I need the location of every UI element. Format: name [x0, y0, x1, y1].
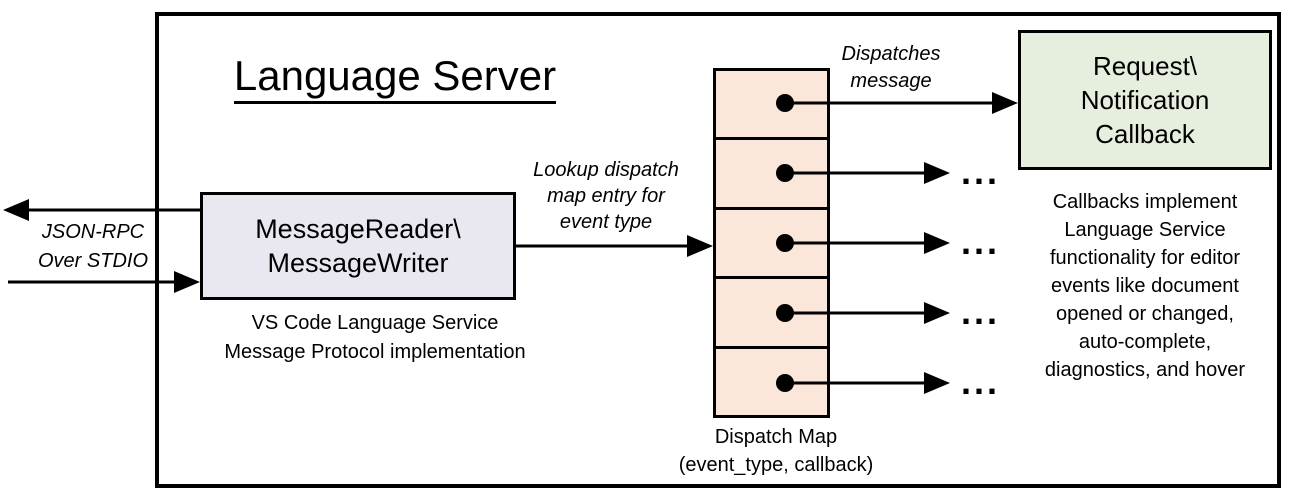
lookup-label-line1: Lookup dispatch [533, 159, 679, 181]
callbacks-note-paragraph: Callbacks implement Language Service fun… [1000, 188, 1290, 384]
callbacks-note-line: Language Service [1064, 219, 1226, 241]
dispatch-map-cell [716, 71, 827, 141]
callbacks-note-line: auto-complete, [1078, 331, 1212, 353]
diagram-title-text: Language Server [233, 53, 557, 105]
dispatches-label-line1: Dispatches [841, 43, 941, 65]
ellipsis-row5: ... [961, 361, 1001, 402]
language-server-container-box [155, 12, 1281, 488]
dispatch-map-cell [716, 210, 827, 280]
message-box-caption-line1: VS Code Language Service [251, 312, 499, 334]
message-reader-writer-box: MessageReader\ MessageWriter [200, 192, 516, 300]
dispatch-map-cell [716, 140, 827, 210]
lookup-label-line2: map entry for [547, 185, 665, 207]
dispatch-map-caption: Dispatch Map (event_type, callback) [650, 423, 902, 479]
json-rpc-stdio-label: JSON-RPC Over STDIO [18, 218, 168, 276]
json-rpc-label-line: JSON-RPC [41, 221, 145, 243]
callback-box-line1: Request\ [1092, 51, 1198, 81]
dispatch-map-table [713, 68, 830, 418]
message-writer-label: MessageWriter [267, 248, 449, 278]
callbacks-note-line: diagnostics, and hover [1044, 359, 1246, 381]
dispatches-label-line2: message [850, 70, 932, 92]
callbacks-note-line: events like document [1051, 275, 1239, 297]
lookup-dispatch-label: Lookup dispatch map entry for event type [516, 157, 696, 235]
message-box-caption-line2: Message Protocol implementation [224, 341, 526, 363]
dispatch-map-caption-line2: (event_type, callback) [678, 454, 874, 476]
dispatches-message-label: Dispatches message [834, 41, 948, 95]
message-box-caption: VS Code Language Service Message Protoco… [187, 309, 563, 367]
ellipsis-row3: ... [961, 221, 1001, 262]
callbacks-note-line: functionality for editor [1049, 247, 1241, 269]
request-notification-callback-box: Request\ Notification Callback [1018, 30, 1272, 170]
callbacks-note-line: opened or changed, [1056, 303, 1234, 325]
callback-box-line2: Notification [1080, 85, 1210, 115]
diagram-title: Language Server [210, 52, 580, 105]
dispatch-map-cell [716, 279, 827, 349]
dispatch-map-caption-line1: Dispatch Map [714, 426, 838, 448]
ellipsis-row2: ... [961, 151, 1001, 192]
ellipsis-row4: ... [961, 291, 1001, 332]
lookup-label-line3: event type [559, 211, 653, 233]
callbacks-note-line: Callbacks implement [1052, 191, 1238, 213]
over-stdio-label-line: Over STDIO [37, 250, 148, 272]
callback-box-line3: Callback [1095, 119, 1195, 149]
dispatch-map-cell [716, 349, 827, 415]
message-reader-label: MessageReader\ [255, 214, 461, 244]
